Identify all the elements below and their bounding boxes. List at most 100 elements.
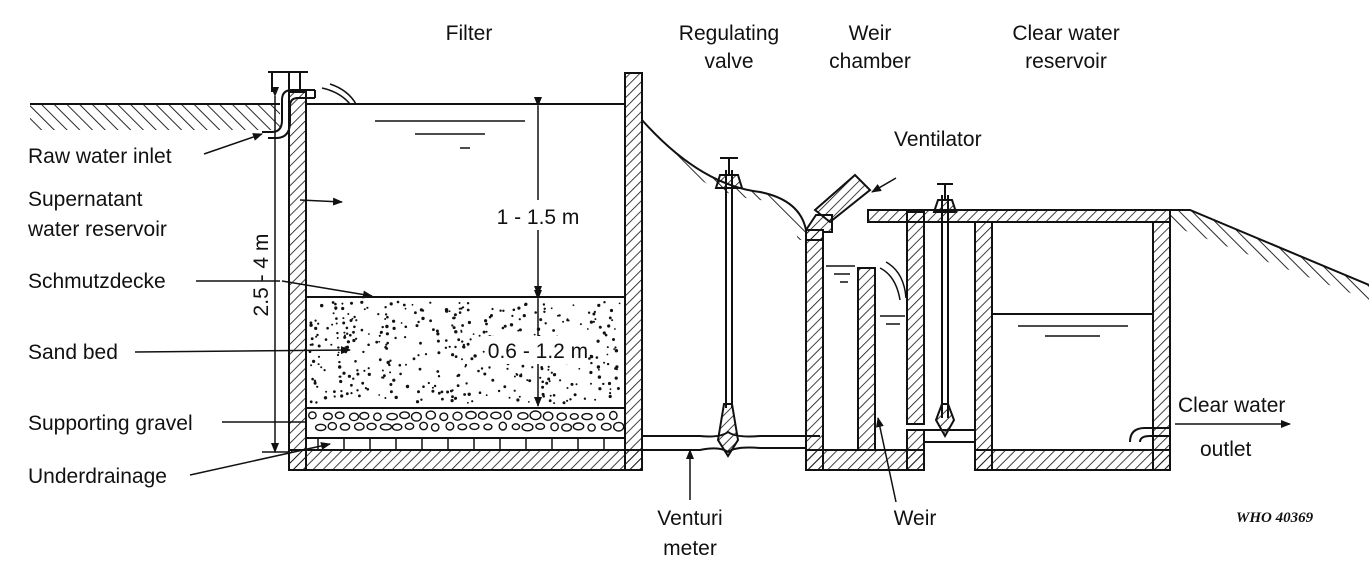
sand-grain: [389, 390, 393, 394]
sand-grain: [524, 303, 527, 307]
water-depth-label: 1 - 1.5 m: [497, 206, 580, 229]
gravel-pebble: [430, 422, 440, 432]
label-venturi-line1: Venturi: [657, 507, 722, 530]
sand-grain: [518, 328, 522, 332]
sand-grain: [441, 397, 444, 401]
raw-water-inlet-pipe: [262, 71, 357, 139]
sand-grain: [589, 370, 593, 375]
sand-grain: [485, 394, 488, 397]
gravel-pebble: [372, 412, 382, 422]
sand-grain: [590, 355, 594, 359]
sand-grain: [356, 372, 360, 376]
sand-grain: [566, 387, 569, 389]
sand-grain: [448, 310, 451, 313]
sand-grain: [472, 333, 475, 335]
sand-grain: [501, 326, 505, 330]
gravel-pebble: [511, 423, 521, 431]
sand-grain: [417, 390, 420, 394]
label-supporting-gravel: Supporting gravel: [28, 412, 193, 435]
sand-grain: [415, 400, 420, 404]
sand-grain: [381, 376, 384, 379]
sand-grain: [342, 321, 346, 325]
sand-grain: [613, 348, 615, 350]
sand-grain: [384, 318, 387, 320]
sand-grain: [384, 306, 387, 309]
sand-grain: [353, 315, 356, 319]
sand-grain: [352, 330, 355, 334]
ground-left: [30, 103, 280, 130]
sand-grain: [352, 338, 356, 343]
sand-grain: [367, 343, 370, 347]
sand-grain: [378, 358, 382, 362]
sand-grain: [592, 320, 596, 323]
sand-grain: [508, 396, 511, 399]
sand-grain: [531, 366, 534, 369]
sand-grain: [597, 375, 602, 379]
gravel-pebble: [503, 410, 513, 420]
sand-grain: [313, 379, 317, 382]
sand-grain: [587, 311, 591, 314]
sand-grain: [547, 368, 550, 371]
sand-grain: [320, 366, 323, 369]
sand-grain: [461, 324, 464, 327]
sand-grain: [609, 388, 612, 391]
sand-grain: [392, 378, 396, 382]
sand-grain: [350, 301, 353, 305]
sand-depth-label: 0.6 - 1.2 m: [488, 340, 588, 363]
sand-grain: [337, 346, 340, 349]
sand-grain: [384, 397, 387, 399]
sand-grain: [540, 367, 544, 371]
sand-grain: [360, 300, 364, 304]
sand-grain: [337, 351, 340, 354]
sand-grain: [404, 307, 407, 310]
figure-code: WHO 40369: [1236, 510, 1314, 526]
water-depth-dimension: 1 - 1.5 m: [497, 97, 580, 296]
sand-grain: [460, 307, 463, 310]
sand-grain: [519, 374, 523, 378]
sand-grain: [461, 358, 463, 361]
gravel-pebble: [314, 423, 327, 432]
sand-grain: [559, 379, 562, 382]
sand-grain: [522, 314, 526, 318]
sand-grain: [452, 326, 456, 330]
sand-grain: [386, 360, 390, 365]
sand-grain: [488, 315, 492, 319]
filter-tank: [288, 72, 643, 471]
header-regulating-valve-line2: valve: [704, 50, 753, 73]
sand-grain: [402, 303, 406, 307]
gravel-pebble: [399, 411, 411, 420]
sand-grain: [497, 389, 501, 393]
sand-grain: [471, 400, 474, 403]
sand-grain: [415, 324, 419, 328]
sand-grain: [386, 315, 389, 319]
sand-grain: [396, 300, 400, 304]
sand-grain: [461, 340, 464, 343]
gravel-pebble: [386, 412, 398, 421]
sand-grain: [444, 308, 449, 312]
sand-grain: [335, 322, 338, 325]
sand-grain: [552, 394, 556, 397]
sand-grain: [453, 313, 457, 317]
sand-grain: [366, 306, 369, 309]
sand-grain: [429, 301, 432, 304]
sand-grain: [424, 353, 428, 356]
sand-grain: [314, 326, 318, 330]
sand-grain: [518, 318, 521, 321]
weir-chamber: [805, 173, 925, 471]
sand-grain: [466, 302, 470, 305]
sand-grain: [332, 312, 335, 315]
sand-grain: [516, 398, 520, 402]
sand-grain: [586, 328, 589, 330]
sand-grain: [464, 363, 468, 367]
sand-grain: [431, 386, 434, 389]
sand-grain: [541, 392, 545, 396]
sand-grain: [614, 328, 616, 330]
header-weir-chamber-line1: Weir: [849, 22, 892, 45]
gravel-pebble: [569, 413, 579, 421]
sand-grain: [596, 339, 600, 343]
regulating-valve: [714, 157, 744, 408]
gravel-pebble: [498, 421, 508, 431]
sand-grain: [483, 372, 487, 376]
sand-grain: [351, 317, 354, 320]
sand-grain: [343, 331, 346, 334]
